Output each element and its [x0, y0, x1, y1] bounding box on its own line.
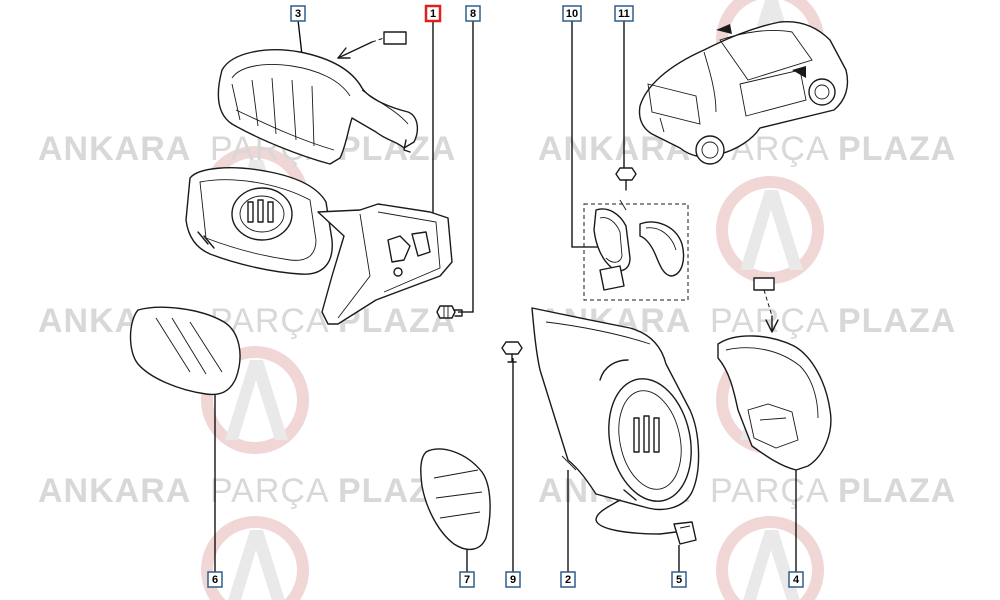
- callout-label: 4: [793, 574, 800, 586]
- watermark-word: PLAZA: [838, 472, 956, 510]
- callout-4[interactable]: 4: [788, 571, 804, 588]
- callout-10[interactable]: 10: [562, 5, 582, 22]
- part-7-glass: [420, 448, 491, 551]
- callout-label: 6: [212, 574, 218, 586]
- leader-lines: [214, 19, 797, 572]
- callout-8[interactable]: 8: [465, 5, 481, 22]
- part-9-screw: [501, 341, 523, 363]
- callout-11[interactable]: 11: [614, 5, 634, 22]
- watermark-word: PARÇA: [710, 302, 830, 340]
- callout-label: 11: [618, 8, 630, 20]
- callout-1[interactable]: 1: [424, 4, 442, 23]
- watermark-word: PARÇA: [210, 472, 330, 510]
- part-1-mirror-housing: [185, 167, 453, 325]
- part-2-mirror-frame: [531, 307, 700, 511]
- watermark-logo: [201, 346, 309, 454]
- callout-7[interactable]: 7: [459, 571, 475, 588]
- callout-label: 7: [464, 574, 470, 586]
- watermark-word: PLAZA: [838, 302, 956, 340]
- callout-9[interactable]: 9: [505, 571, 521, 588]
- callout-label: 1: [430, 8, 436, 20]
- part-5-wire-clip: [595, 499, 697, 545]
- watermark-word: PARÇA: [710, 472, 830, 510]
- watermark-logo: [716, 516, 824, 600]
- part-6-mirror-glass: [129, 306, 241, 396]
- part-4-mirror-cover: [717, 277, 832, 471]
- callout-label: 5: [676, 574, 682, 586]
- callout-3[interactable]: 3: [290, 5, 306, 22]
- watermark-logo: [716, 176, 824, 284]
- car-illustration: [638, 20, 849, 165]
- callout-5[interactable]: 5: [671, 571, 687, 588]
- part-3-mirror-cover: [217, 31, 419, 165]
- callout-label: 3: [295, 8, 301, 20]
- part-10-11-group: [583, 167, 689, 301]
- part-8-screw: [436, 305, 463, 319]
- callout-label: 10: [566, 8, 578, 20]
- callout-label: 8: [470, 8, 476, 20]
- watermark-logo: [201, 516, 309, 600]
- callout-label: 2: [565, 574, 571, 586]
- watermark-word: PLAZA: [838, 130, 956, 168]
- callout-2[interactable]: 2: [560, 571, 576, 588]
- watermark-word: ANKARA: [38, 130, 191, 168]
- watermark-word: ANKARA: [38, 472, 191, 510]
- callout-label: 9: [510, 574, 516, 586]
- callout-6[interactable]: 6: [207, 571, 223, 588]
- callouts: 3 1 8 10 11 6 7 9: [207, 4, 804, 588]
